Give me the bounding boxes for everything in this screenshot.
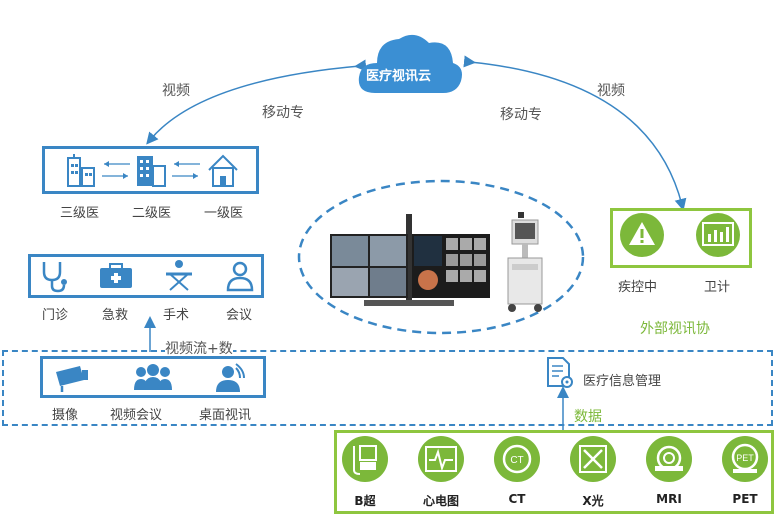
devices-box <box>334 430 774 514</box>
service-label: 手术 <box>163 308 190 323</box>
left-mobile-label: 移动专 <box>262 105 304 121</box>
video-data-band <box>2 350 773 426</box>
right-mobile-label: 移动专 <box>500 107 542 123</box>
cloud-icon <box>358 34 462 93</box>
external-label: 卫计 <box>704 280 731 295</box>
device-circle <box>646 436 692 482</box>
device-label: PET <box>732 492 758 506</box>
device-label: X光 <box>582 494 604 508</box>
pet-scanner-icon: PET <box>731 443 759 473</box>
svg-text:CT: CT <box>510 455 523 466</box>
warning-icon <box>629 222 655 245</box>
desktop-video-icon <box>216 363 245 392</box>
device-label: B超 <box>354 494 376 508</box>
arrow-left-icon <box>102 161 130 179</box>
device-label: CT <box>508 492 526 506</box>
data-label: 数据 <box>574 409 602 425</box>
ecg-icon <box>425 446 457 472</box>
document-settings-icon <box>547 357 573 388</box>
device-label: MRI <box>656 492 682 506</box>
cloud-to-hospitals-curve <box>146 59 367 145</box>
external-title: 外部视讯协 <box>640 321 710 337</box>
cloud-to-external-curve <box>463 55 687 211</box>
terminal-label: 视频会议 <box>110 408 163 423</box>
stream-label: 视频流+数 <box>165 338 233 358</box>
arrow-left-icon <box>172 161 200 179</box>
left-video-label: 视频 <box>162 83 190 99</box>
services-box <box>28 254 264 298</box>
first-aid-kit-icon <box>100 263 132 288</box>
equipment-ellipse <box>297 179 585 335</box>
hospital-level1-icon <box>208 154 238 187</box>
device-circle <box>722 436 768 482</box>
service-label: 急救 <box>102 308 129 323</box>
camera-icon <box>56 366 88 392</box>
service-label: 门诊 <box>42 308 69 323</box>
terminal-label: 桌面视讯 <box>199 408 252 423</box>
device-circle <box>494 436 540 482</box>
mri-icon <box>655 445 683 471</box>
xray-icon <box>579 445 607 473</box>
hospital-label: 三级医 <box>60 206 100 221</box>
meeting-user-icon <box>226 261 254 292</box>
svg-text:PET: PET <box>736 453 754 463</box>
hospital-level3-icon <box>67 154 95 187</box>
his-label: 医疗信息管理 <box>583 374 662 389</box>
right-video-label: 视频 <box>597 83 625 99</box>
ct-scanner-icon: CT <box>502 444 532 474</box>
statistics-board-icon <box>702 222 734 246</box>
monitor-wall-icon <box>330 214 490 306</box>
cloud-label: 医疗视讯云 <box>366 69 432 84</box>
hospital-level2-icon <box>137 156 166 187</box>
surgery-bed-icon <box>166 260 192 291</box>
hospital-label: 二级医 <box>132 206 172 221</box>
hospital-label: 一级医 <box>204 206 244 221</box>
device-label: 心电图 <box>422 494 459 508</box>
terminal-label: 摄像 <box>52 408 79 423</box>
stethoscope-icon <box>42 262 67 293</box>
ultrasound-icon <box>353 445 377 475</box>
external-label: 疾控中 <box>618 280 658 295</box>
video-conference-icon <box>134 364 172 390</box>
medical-cart-icon <box>507 212 543 312</box>
service-label: 会议 <box>226 308 253 323</box>
